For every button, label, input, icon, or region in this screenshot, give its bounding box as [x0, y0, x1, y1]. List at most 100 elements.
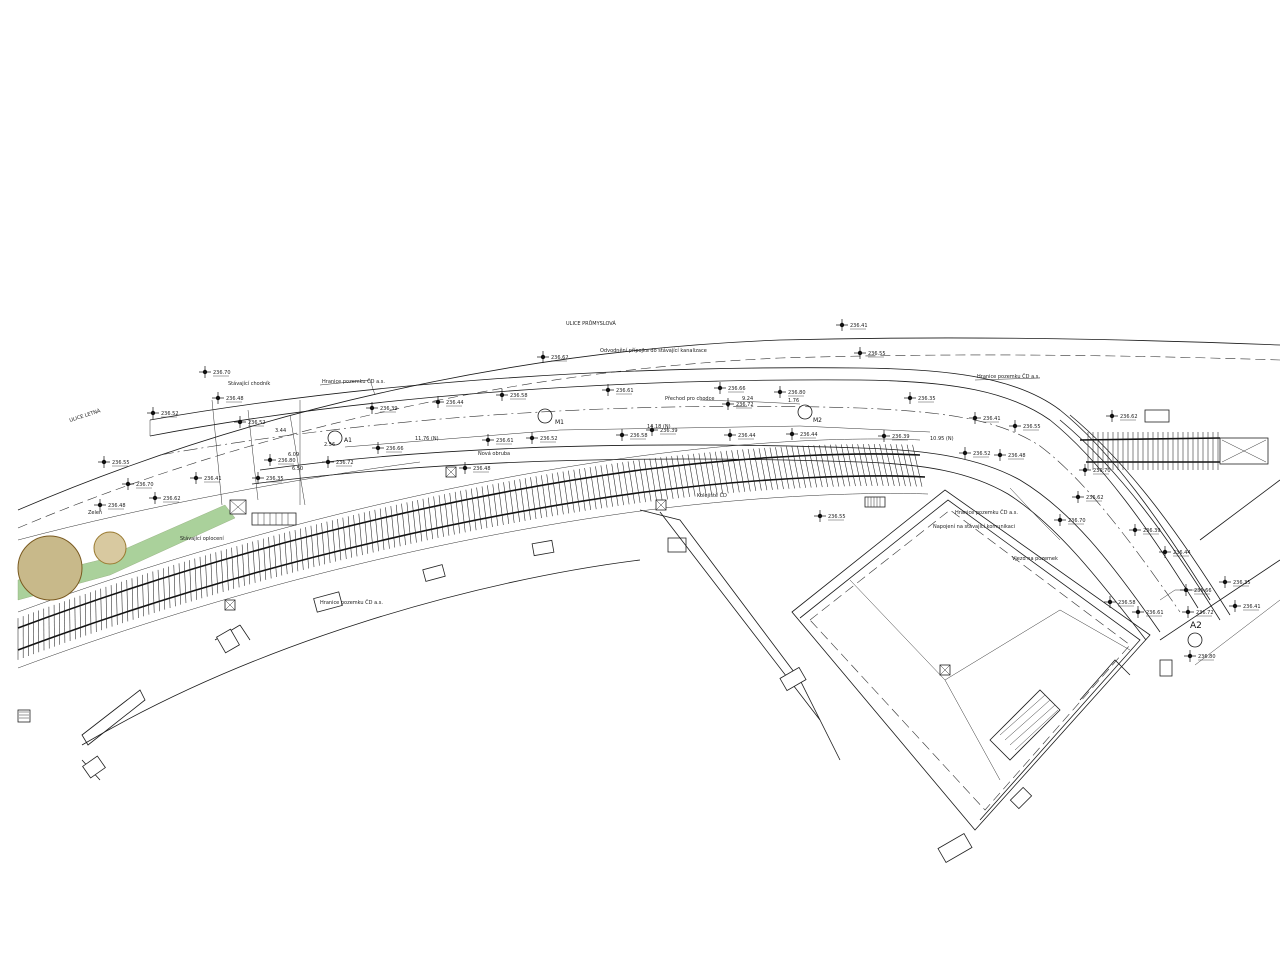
station-a2	[1187, 632, 1203, 648]
spot-elevation-label: 236.35	[1233, 580, 1251, 586]
rail-tie	[753, 448, 762, 491]
rail-tie	[257, 540, 261, 582]
survey-point-icon: 236.58	[496, 389, 528, 401]
spot-elevation-label: 236.66	[1194, 588, 1212, 594]
rail-tie	[342, 517, 347, 559]
rail-tie	[649, 458, 657, 501]
survey-point-icon: 236.72	[722, 398, 754, 410]
survey-point-icon: 236.52	[234, 416, 266, 428]
note-tracks: Kolejiště ČD	[697, 492, 727, 499]
rail-tie	[84, 593, 87, 636]
rail-tie	[131, 578, 134, 620]
rail-tie	[157, 569, 160, 612]
rail-tie	[644, 459, 652, 502]
rail-tie	[79, 595, 81, 638]
rail-tie	[764, 447, 773, 490]
rail-tie	[851, 444, 862, 487]
rail-tie	[487, 485, 493, 528]
rail-tie	[284, 532, 288, 575]
spot-elevation-label: 236.61	[496, 438, 514, 444]
survey-point-icon: 236.61	[482, 434, 514, 446]
spot-elevation-label: 236.72	[336, 460, 354, 466]
drain-grate	[17, 709, 31, 723]
rail-tie	[725, 450, 735, 493]
rail-tie	[802, 445, 812, 488]
spot-elevation-label: 236.58	[630, 433, 648, 439]
note-crossing: Přechod pro chodce	[665, 395, 714, 402]
spot-elevation-label: 236.62	[551, 355, 569, 361]
rail-tie	[611, 463, 619, 506]
rail-tie	[428, 497, 433, 540]
rail-tie	[481, 486, 488, 529]
vegetation-area	[17, 504, 236, 601]
survey-point-icon: 236.39	[878, 430, 910, 442]
spot-elevation-label: 236.80	[788, 390, 806, 396]
rail-tie	[633, 460, 641, 503]
survey-point-icon: 236.62	[1106, 410, 1138, 422]
spot-elevation-label: 236.39	[892, 434, 910, 440]
rail-tie	[168, 566, 171, 608]
spot-elevation-label: 236.52	[248, 420, 266, 426]
rail-tie	[406, 502, 412, 544]
rail-tie	[220, 550, 224, 592]
survey-point-icon: 236.39	[1129, 524, 1161, 536]
note-fence: Stávající oplocení	[180, 535, 224, 542]
rail-tie	[627, 461, 635, 504]
survey-point-icon: 236.58	[1104, 596, 1136, 608]
rail-tie	[573, 469, 581, 512]
survey-point-icon: 236.55	[1009, 420, 1041, 432]
survey-point-icon: 236.66	[714, 382, 746, 394]
spot-elevation-label: 236.39	[1143, 528, 1161, 534]
rail-tie	[417, 499, 423, 542]
rail-tie	[530, 477, 537, 520]
rail-tie	[824, 444, 834, 487]
spot-elevation-label: 236.48	[473, 466, 491, 472]
rail-tie	[551, 473, 559, 516]
rail-tie	[616, 462, 624, 506]
rail-tie	[210, 553, 213, 596]
rail-tie	[294, 529, 299, 572]
spot-elevation-label: 236.70	[1093, 468, 1111, 474]
rail-tie	[557, 472, 564, 515]
rail-tie	[791, 446, 801, 489]
rail-tie	[321, 522, 326, 565]
rail-tie	[769, 447, 779, 490]
spot-elevation-label: 236.41	[983, 416, 1001, 422]
boundary-note-4: Hranice pozemku ČD a.s.	[320, 599, 383, 606]
rail-tie	[665, 456, 674, 499]
rail-tie	[183, 561, 187, 604]
survey-point-icon: 236.41	[190, 472, 222, 484]
rail-tie	[687, 454, 696, 497]
rail-tie	[906, 444, 917, 487]
rail-tie	[676, 455, 685, 498]
rail-tie	[136, 576, 139, 619]
rail-tie	[142, 574, 144, 617]
survey-point-icon: 236.70	[1079, 464, 1111, 476]
rail-tie	[546, 474, 553, 517]
rail-tie	[638, 459, 646, 503]
survey-point-icon: 236.61	[602, 384, 634, 396]
rail-tie	[438, 495, 444, 537]
rail-tie	[110, 585, 113, 627]
rail-tie	[780, 446, 790, 489]
rail-tie	[884, 444, 895, 486]
rail-tie	[300, 528, 304, 570]
rail-tie	[236, 546, 240, 588]
note-sidewalk: Stávající chodník	[228, 380, 270, 387]
boundary-note-3: Hranice pozemku ČD a.s.	[955, 509, 1018, 516]
spot-elevation-label: 236.70	[213, 370, 231, 376]
rail-tie	[444, 494, 450, 536]
survey-point-icon: 236.61	[1132, 606, 1164, 618]
survey-point-icon: 236.41	[836, 319, 868, 331]
rail-tie	[829, 444, 840, 487]
station-a2-label: A2	[1190, 621, 1202, 631]
rail-tie	[173, 564, 176, 607]
survey-point-icon: 236.70	[122, 478, 154, 490]
rail-tie	[121, 581, 123, 624]
rail-tie	[660, 457, 668, 500]
rail-tie	[433, 496, 439, 538]
rail-tie	[912, 444, 923, 487]
survey-point-icon: 236.62	[149, 492, 181, 504]
rail-tie	[126, 579, 129, 622]
road-label: ULICE PRŮMYSLOVÁ	[566, 320, 616, 327]
